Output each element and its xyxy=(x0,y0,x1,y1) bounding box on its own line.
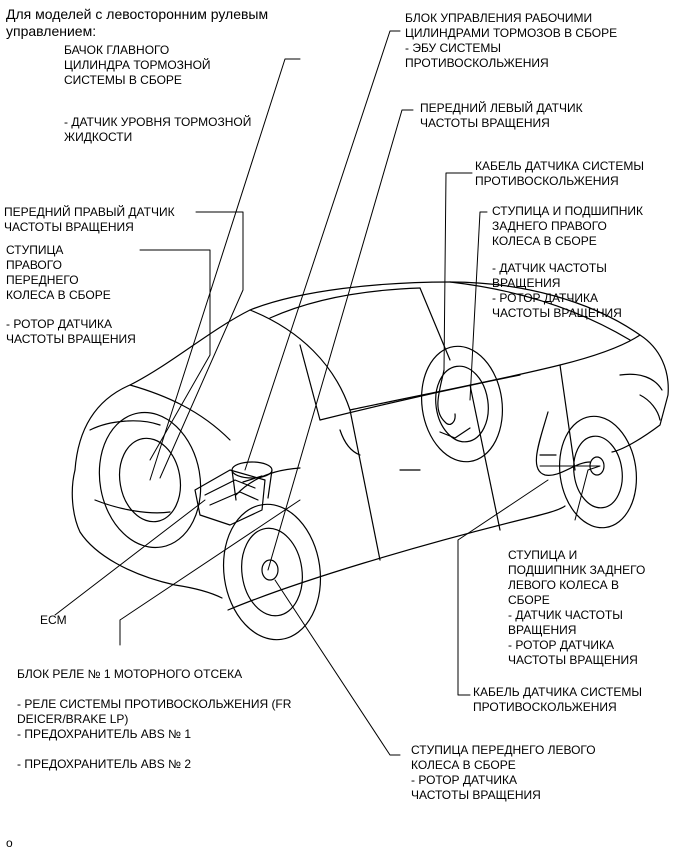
footer-mark: o xyxy=(6,836,13,850)
brake-fluid-sensor-label: - ДАТЧИК УРОВНЯ ТОРМОЗНОЙ ЖИДКОСТИ xyxy=(64,115,252,144)
master-cylinder-label: БАЧОК ГЛАВНОГО ЦИЛИНДРА ТОРМОЗНОЙ СИСТЕМ… xyxy=(64,43,211,87)
front-left-hub-label: СТУПИЦА ПЕРЕДНЕГО ЛЕВОГО КОЛЕСА В СБОРЕ … xyxy=(411,743,596,802)
relay-block-label: БЛОК РЕЛЕ № 1 МОТОРНОГО ОТСЕКА xyxy=(17,667,243,681)
sensor-cables xyxy=(437,369,591,476)
ecm-label: ECM xyxy=(40,613,67,627)
actuator-label: БЛОК УПРАВЛЕНИЯ РАБОЧИМИ ЦИЛИНДРАМИ ТОРМ… xyxy=(405,11,618,70)
front-left-sensor-label: ПЕРЕДНИЙ ЛЕВЫЙ ДАТЧИК ЧАСТОТЫ ВРАЩЕНИЯ xyxy=(420,101,583,130)
wheels xyxy=(98,345,638,641)
header-note: Для моделей с левосторонним рулевым упра… xyxy=(6,6,269,39)
car-body xyxy=(71,281,669,611)
engine-components xyxy=(194,461,273,526)
skid-cable-bottom-label: КАБЕЛЬ ДАТЧИКА СИСТЕМЫ ПРОТИВОСКОЛЬЖЕНИЯ xyxy=(473,685,642,714)
skid-cable-top-label: КАБЕЛЬ ДАТЧИКА СИСТЕМЫ ПРОТИВОСКОЛЬЖЕНИЯ xyxy=(475,159,644,188)
front-right-rotor-label: - РОТОР ДАТЧИКА ЧАСТОТЫ ВРАЩЕНИЯ xyxy=(6,317,136,346)
rear-right-hub-label: СТУПИЦА И ПОДШИПНИК ЗАДНЕГО ПРАВОГО КОЛЕ… xyxy=(492,204,643,248)
front-right-hub-label: СТУПИЦА ПРАВОГО ПЕРЕДНЕГО КОЛЕСА В СБОРЕ xyxy=(6,243,111,302)
relay-items-label: - РЕЛЕ СИСТЕМЫ ПРОТИВОСКОЛЬЖЕНИЯ (FR DEI… xyxy=(17,697,292,771)
leader-lines xyxy=(54,30,601,756)
rear-left-hub-label: СТУПИЦА И ПОДШИПНИК ЗАДНЕГО ЛЕВОГО КОЛЕС… xyxy=(508,548,646,667)
rear-right-sub-label: - ДАТЧИК ЧАСТОТЫ ВРАЩЕНИЯ - РОТОР ДАТЧИК… xyxy=(492,261,622,320)
front-right-sensor-label: ПЕРЕДНИЙ ПРАВЫЙ ДАТЧИК ЧАСТОТЫ ВРАЩЕНИЯ xyxy=(4,205,175,234)
